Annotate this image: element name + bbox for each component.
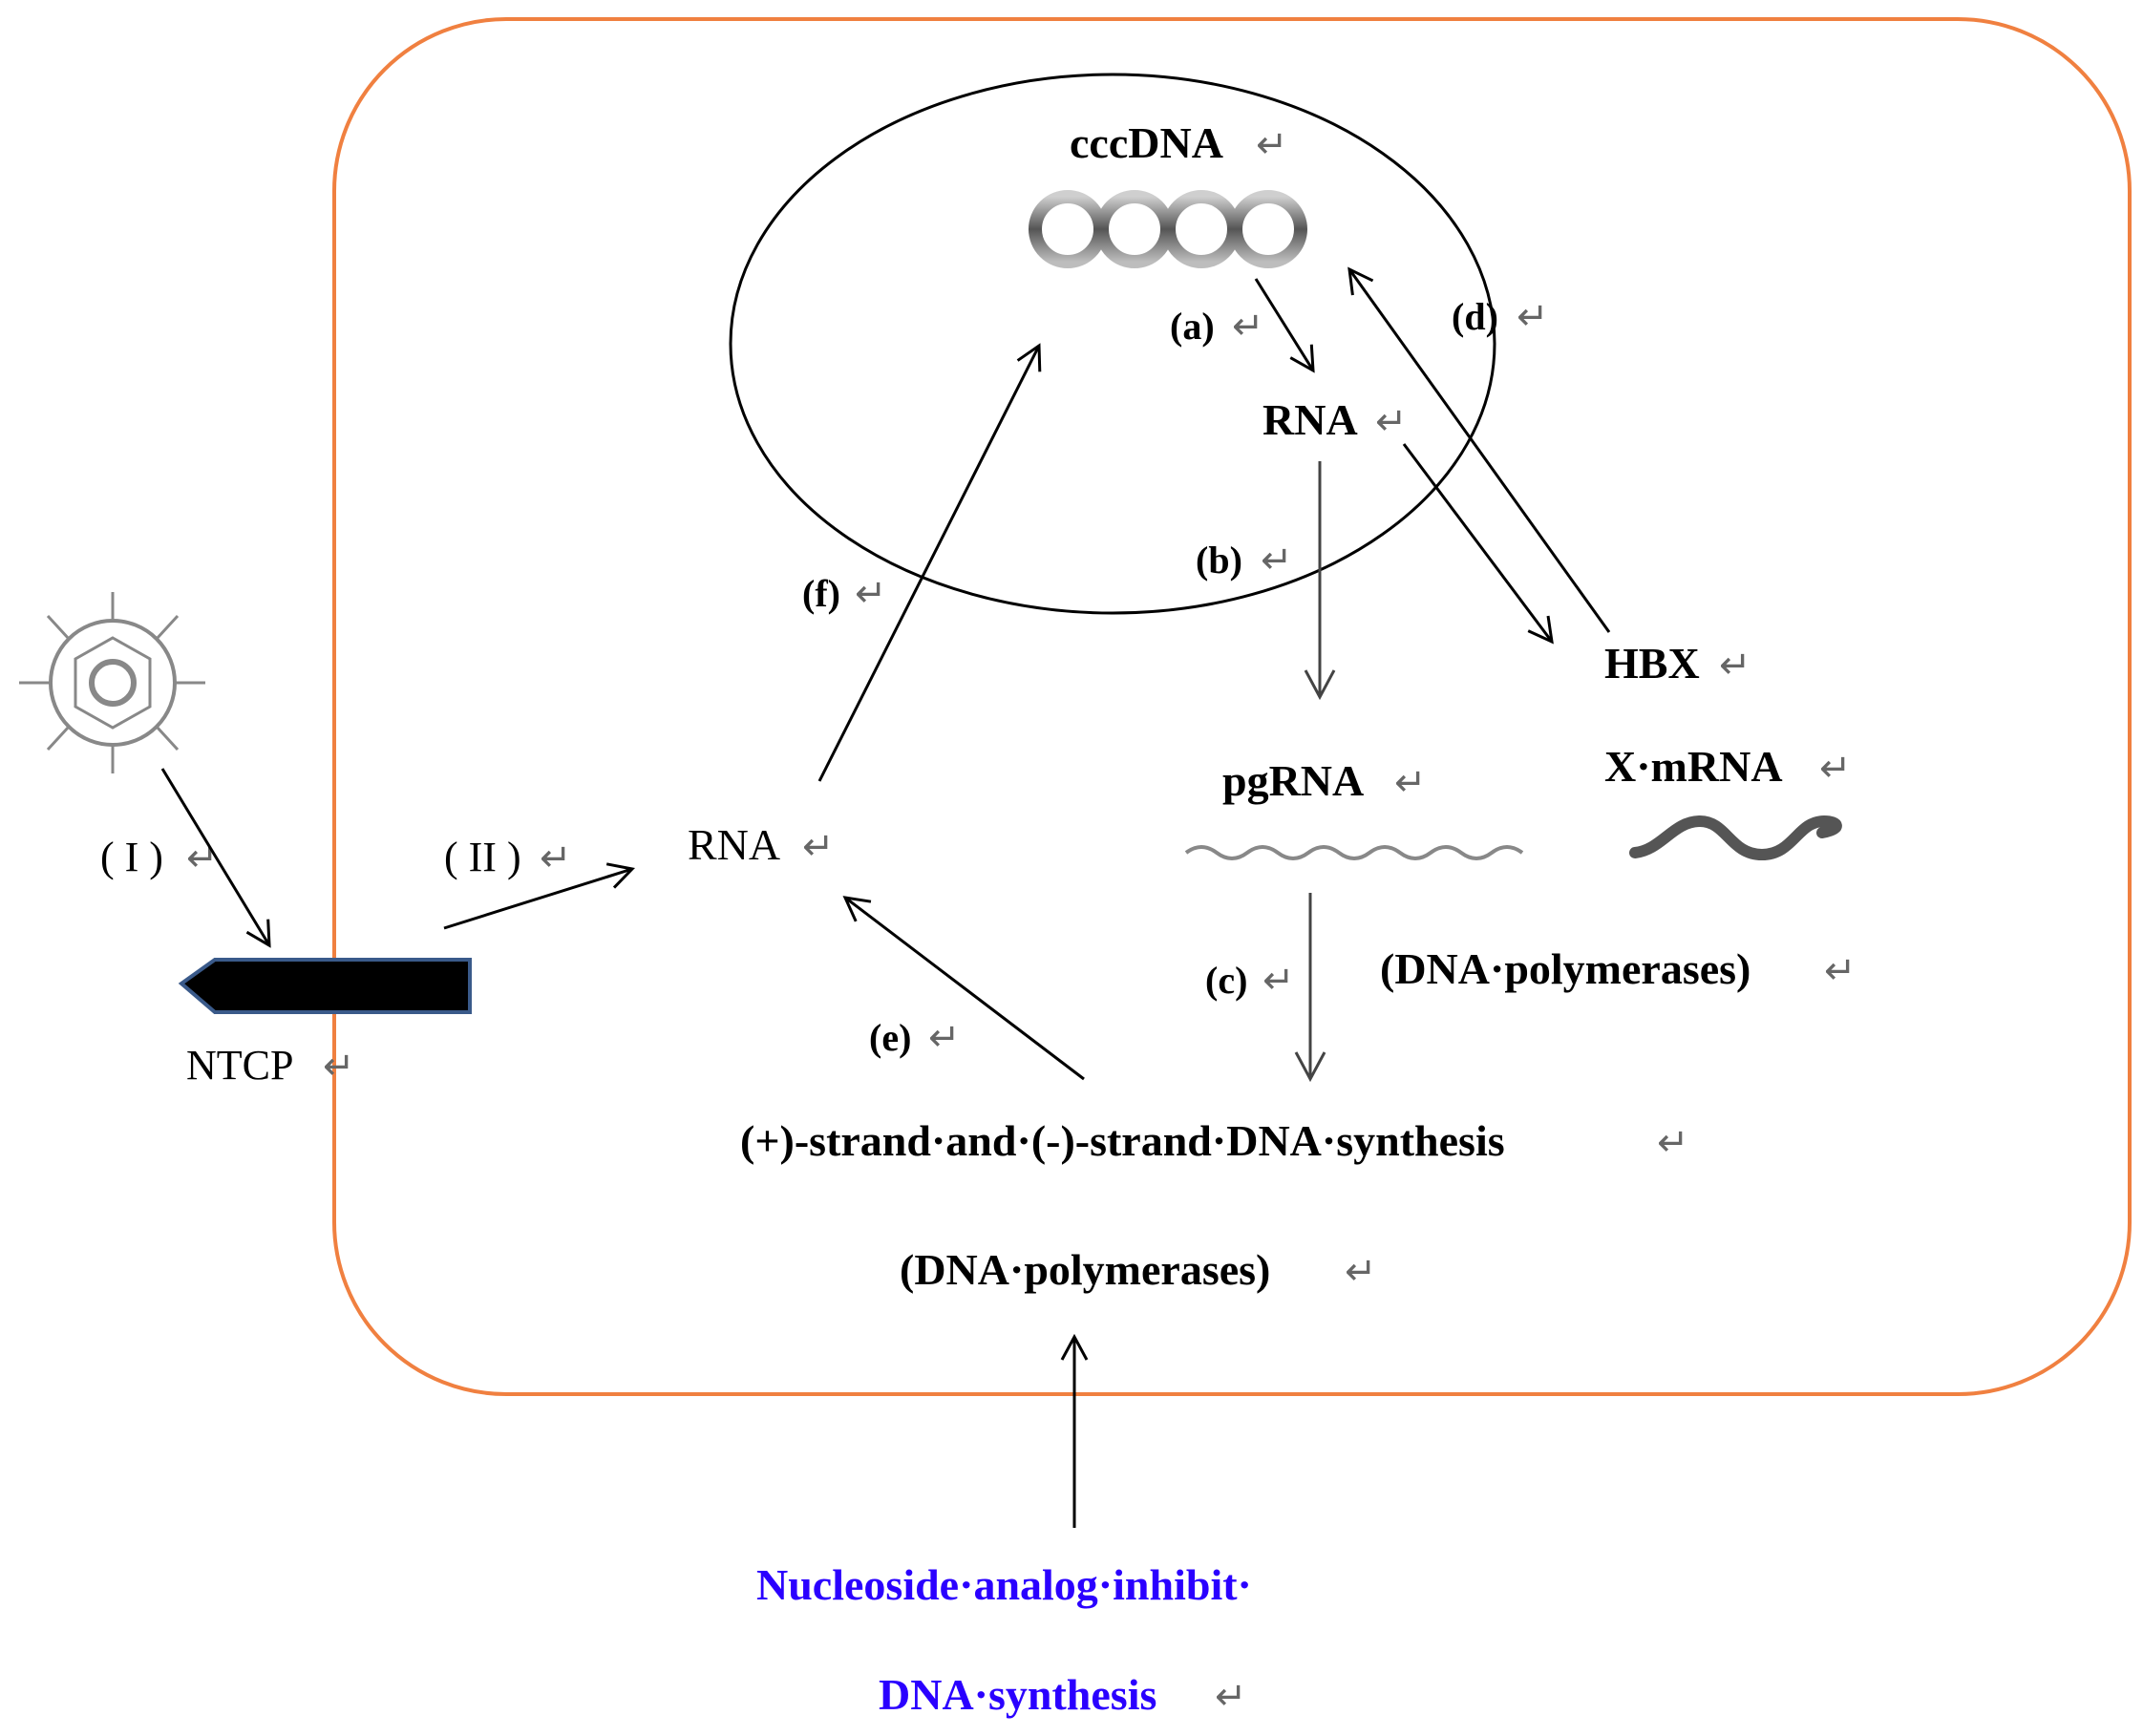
arrow-uptake xyxy=(443,862,636,930)
svg-text:↵: ↵ xyxy=(802,825,835,869)
step-II-label: ( II ) xyxy=(444,834,521,880)
pgrna-label: pgRNA xyxy=(1222,756,1364,805)
svg-text:↵: ↵ xyxy=(1215,1675,1247,1719)
xmrna-label: X·mRNA xyxy=(1604,742,1783,791)
svg-text:↵: ↵ xyxy=(855,572,887,616)
rna-cytoplasm-label: RNA xyxy=(688,820,780,869)
arrow-a xyxy=(1254,278,1315,373)
arrow-e xyxy=(842,896,1085,1081)
step-d-label: (d) xyxy=(1452,295,1498,338)
wavy-rna-icon xyxy=(1184,845,1524,860)
cccdna-label: cccDNA xyxy=(1070,118,1223,167)
step-a-label: (a) xyxy=(1170,305,1215,348)
step-b-label: (b) xyxy=(1196,539,1242,582)
svg-text:↵: ↵ xyxy=(540,836,572,880)
svg-text:↵: ↵ xyxy=(1394,761,1427,805)
dna-polymerases-right-label: (DNA·polymerases) xyxy=(1380,944,1750,993)
step-f-label: (f) xyxy=(802,572,840,615)
inhibitor-line1: Nucleoside·analog·inhibit· xyxy=(756,1560,1252,1609)
svg-text:↵: ↵ xyxy=(1232,305,1264,349)
svg-text:↵: ↵ xyxy=(186,836,219,880)
dna-polymerases-bottom-label: (DNA·polymerases) xyxy=(900,1245,1270,1294)
hbx-label: HBX xyxy=(1604,639,1700,688)
step-c-label: (c) xyxy=(1205,959,1247,1002)
strand-synthesis-label: (+)-strand·and·(-)-strand·DNA·synthesis xyxy=(740,1116,1505,1165)
cell-membrane xyxy=(332,17,2132,1396)
svg-text:↵: ↵ xyxy=(1824,949,1857,993)
return-mark: ↵ xyxy=(1256,123,1288,167)
svg-text:↵: ↵ xyxy=(1261,539,1293,582)
ntcp-label: NTCP xyxy=(186,1042,293,1089)
nucleus xyxy=(729,73,1496,615)
svg-text:↵: ↵ xyxy=(1345,1250,1377,1294)
step-e-label: (e) xyxy=(869,1016,911,1059)
arrow-rna-hbx xyxy=(1402,443,1554,645)
arrow-entry xyxy=(160,768,271,948)
wavy-mrna-icon xyxy=(1629,815,1842,861)
svg-text:↵: ↵ xyxy=(1375,400,1408,444)
ntcp-receptor xyxy=(178,958,472,1014)
step-I-label: ( I ) xyxy=(100,834,163,880)
inhibitor-line2: DNA·synthesis xyxy=(879,1670,1156,1719)
rna-nucleus-label: RNA xyxy=(1262,395,1358,444)
arrow-f xyxy=(817,343,1042,782)
svg-text:↵: ↵ xyxy=(928,1016,961,1060)
svg-text:↵: ↵ xyxy=(1517,295,1549,339)
svg-text:↵: ↵ xyxy=(1719,644,1751,688)
circular-dna-icon xyxy=(1029,190,1307,268)
svg-text:↵: ↵ xyxy=(1819,747,1852,791)
virus-particle-icon xyxy=(19,592,205,773)
arrow-d xyxy=(1347,266,1611,633)
svg-text:↵: ↵ xyxy=(1262,959,1295,1003)
svg-text:↵: ↵ xyxy=(323,1045,355,1089)
svg-text:↵: ↵ xyxy=(1657,1121,1689,1165)
